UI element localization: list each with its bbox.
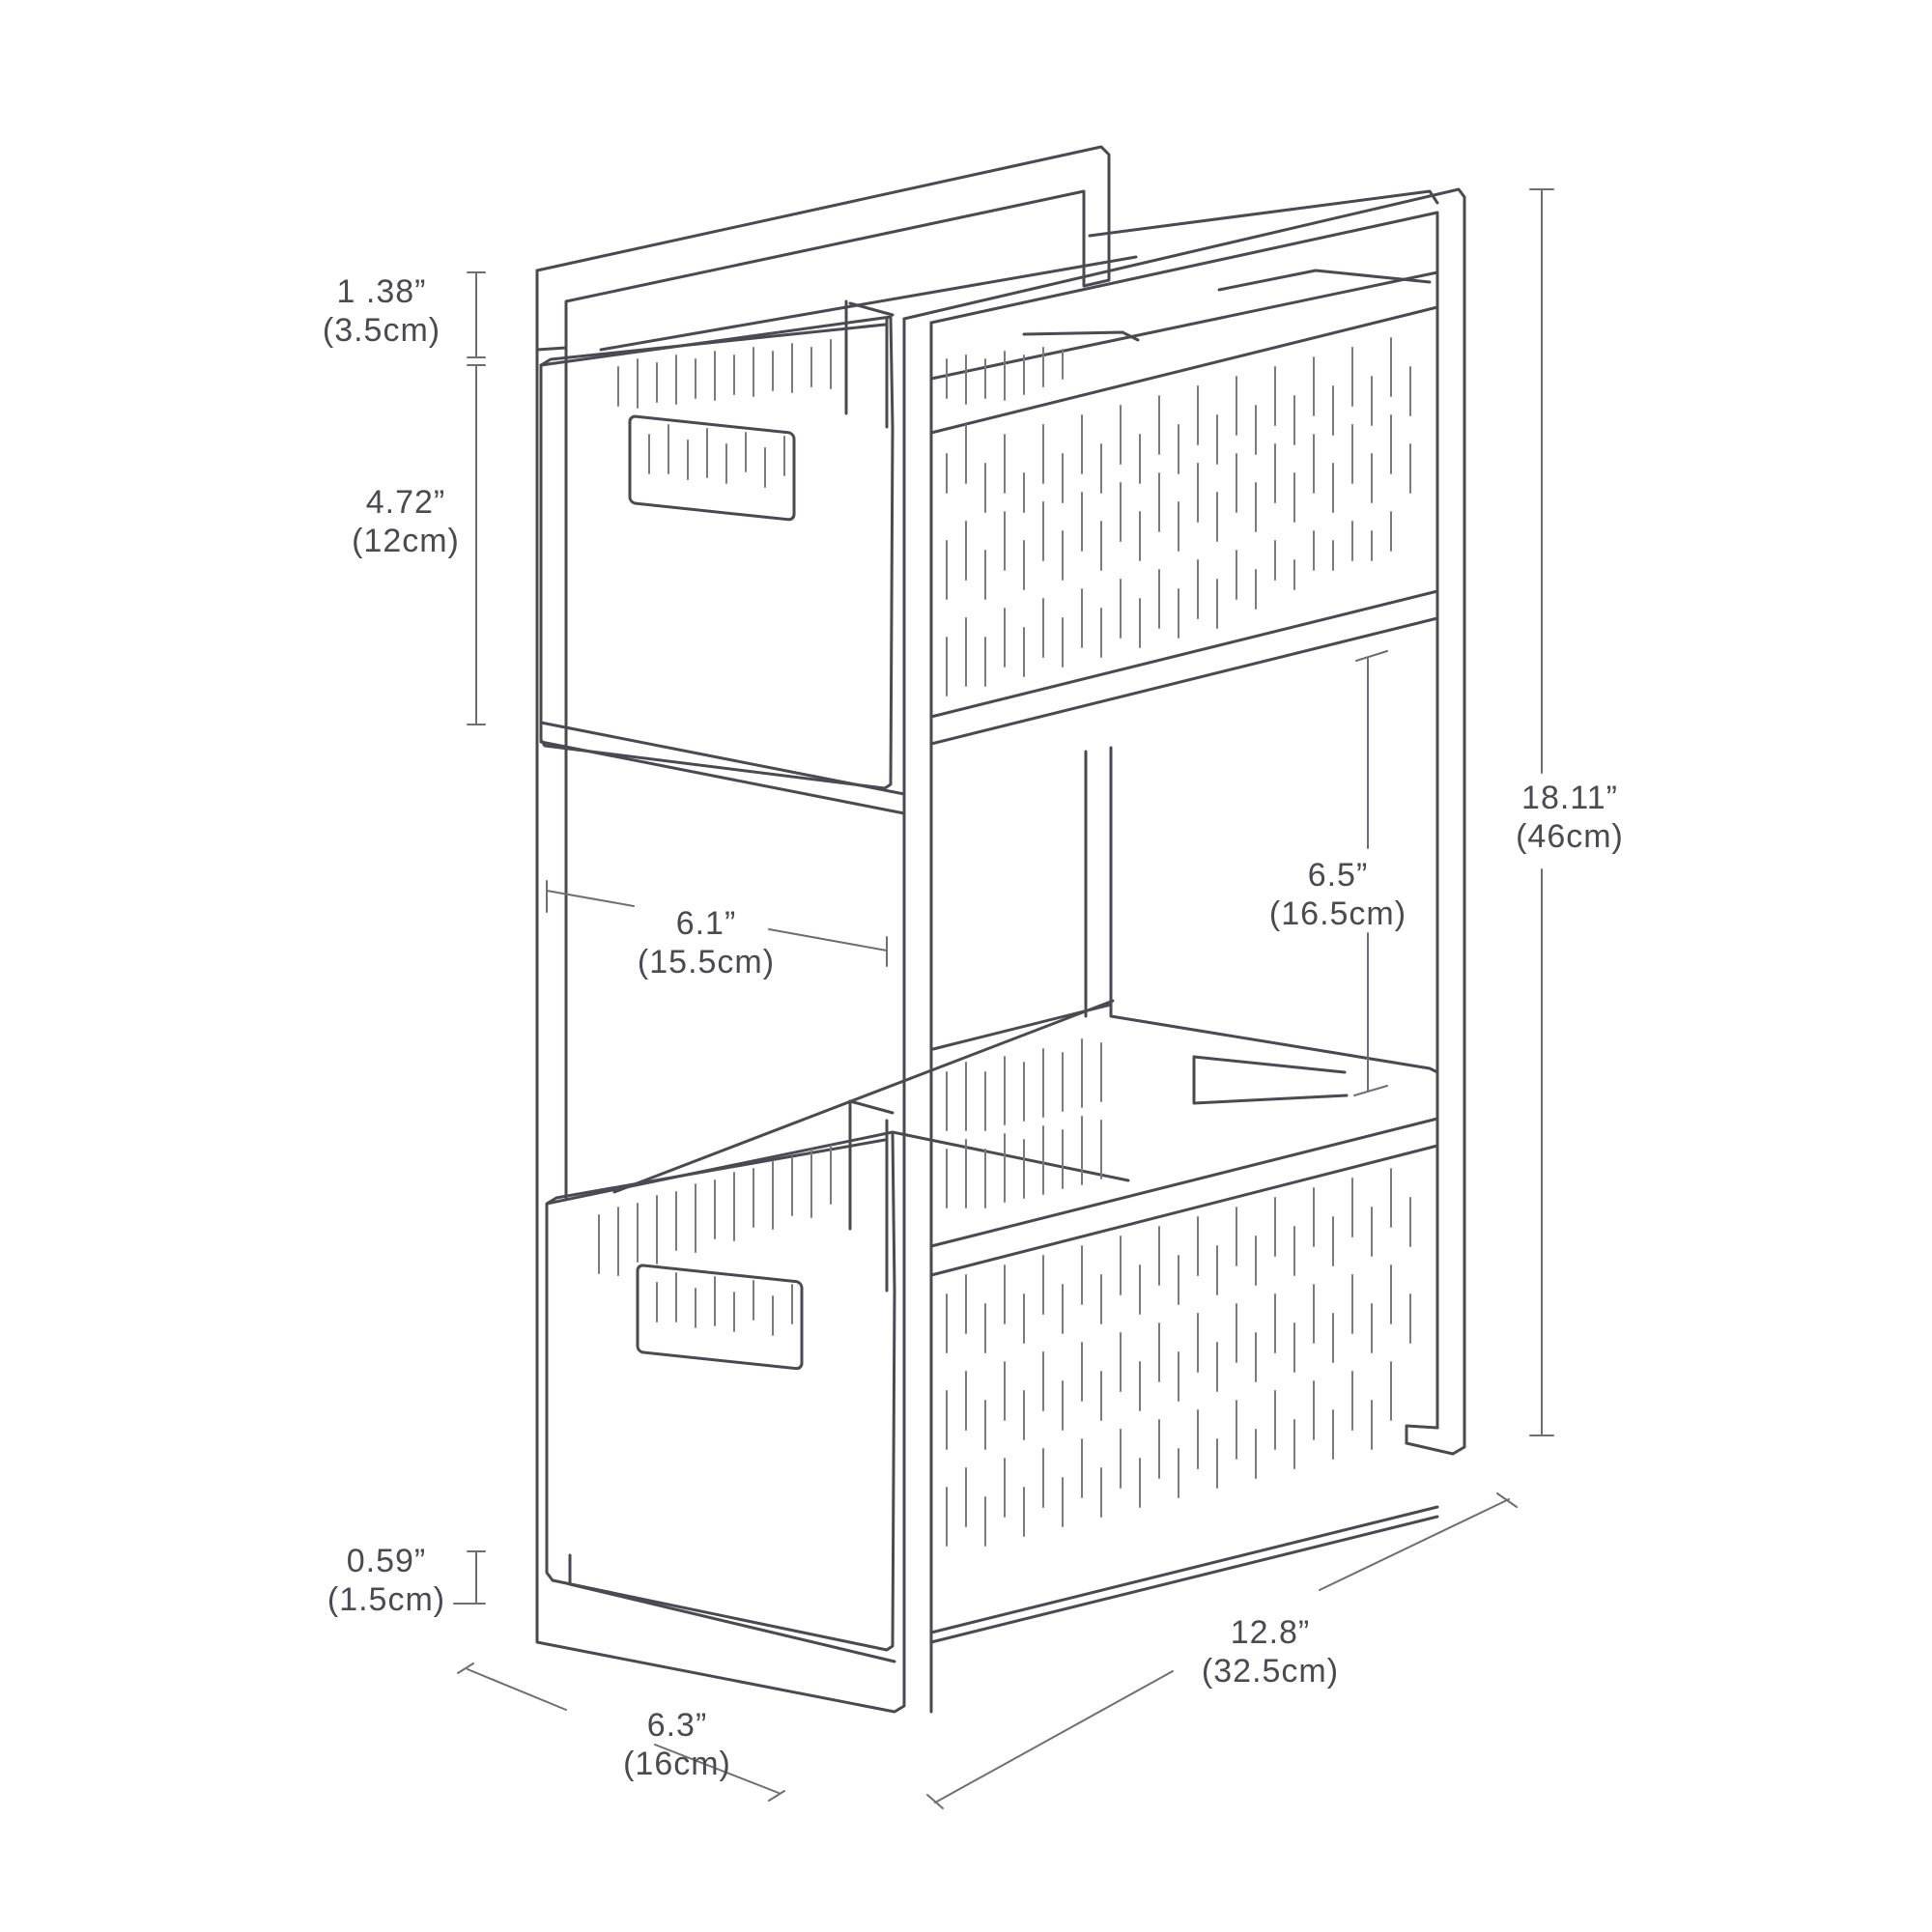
upper-drawer bbox=[539, 255, 1138, 790]
dim-width-label: 6.3” (16cm) bbox=[605, 1706, 750, 1783]
dim-total-height-imperial: 18.11” bbox=[1521, 780, 1618, 816]
dim-top-gap-label: 1 .38” (3.5cm) bbox=[309, 272, 454, 350]
dim-drawer-height-metric: (12cm) bbox=[352, 523, 460, 559]
dim-total-height-metric: (46cm) bbox=[1516, 818, 1624, 855]
dim-top-gap-metric: (3.5cm) bbox=[322, 312, 441, 349]
frame-front-panel bbox=[902, 187, 1466, 1714]
dim-depth-label: 12.8” (32.5cm) bbox=[1188, 1613, 1352, 1690]
bottom-shelf bbox=[929, 1003, 1439, 1644]
lower-drawer-handle[interactable] bbox=[636, 1264, 804, 1371]
dim-depth-metric: (32.5cm) bbox=[1201, 1653, 1340, 1690]
frame-left-panel bbox=[535, 145, 1111, 1714]
perforation-pattern bbox=[598, 337, 1411, 1547]
dim-total-height-label: 18.11” (46cm) bbox=[1497, 779, 1642, 856]
dim-inner-width-metric: (15.5cm) bbox=[637, 944, 776, 980]
dim-inner-width-imperial: 6.1” bbox=[675, 905, 737, 942]
dimension-lines bbox=[453, 188, 1554, 1809]
upper-drawer-handle[interactable] bbox=[628, 414, 796, 522]
dim-base-gap-label: 0.59” (1.5cm) bbox=[319, 1542, 454, 1619]
lower-drawer bbox=[545, 999, 1130, 1652]
dim-depth-imperial: 12.8” bbox=[1230, 1614, 1311, 1651]
dim-inner-clearance-label: 6.5” (16.5cm) bbox=[1256, 856, 1420, 933]
dim-inner-clearance-imperial: 6.5” bbox=[1307, 857, 1369, 894]
dim-base-gap-metric: (1.5cm) bbox=[327, 1581, 446, 1618]
dim-top-gap-imperial: 1 .38” bbox=[336, 273, 427, 310]
dim-inner-width-label: 6.1” (15.5cm) bbox=[624, 904, 788, 981]
dim-drawer-height-label: 4.72” (12cm) bbox=[338, 483, 473, 560]
dim-drawer-height-imperial: 4.72” bbox=[365, 484, 446, 521]
dim-width-metric: (16cm) bbox=[623, 1746, 731, 1782]
dim-width-imperial: 6.3” bbox=[646, 1707, 708, 1744]
top-shelf bbox=[929, 189, 1439, 435]
dim-base-gap-imperial: 0.59” bbox=[346, 1543, 427, 1579]
dim-inner-clearance-metric: (16.5cm) bbox=[1268, 895, 1407, 932]
